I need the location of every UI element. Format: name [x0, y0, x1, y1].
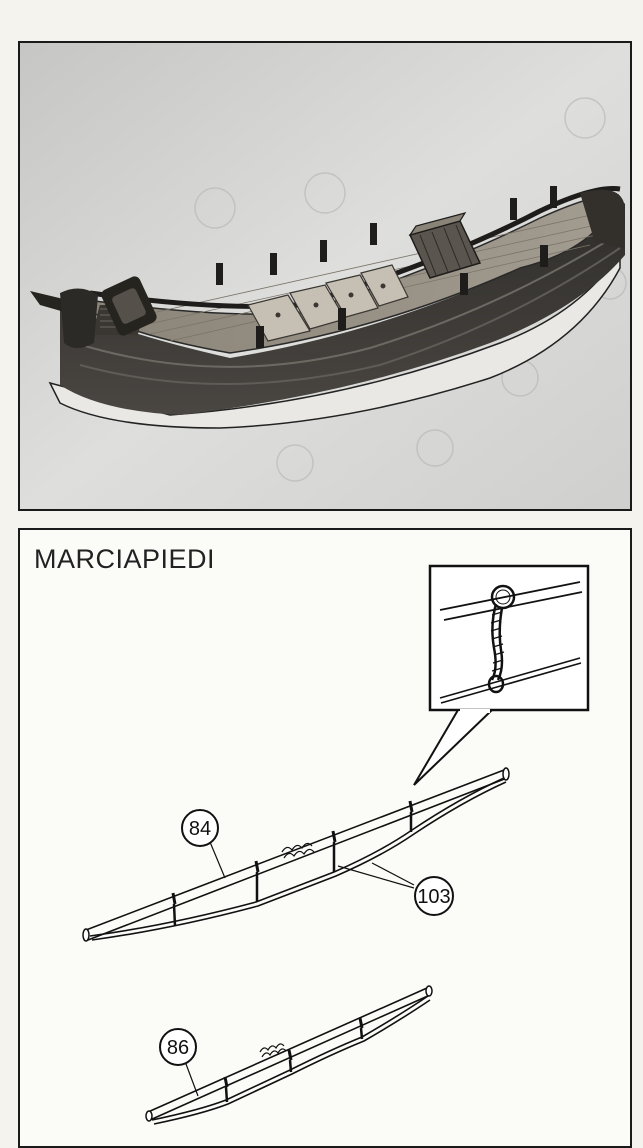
svg-text:86: 86: [167, 1037, 189, 1059]
callout-103: 103: [414, 876, 454, 916]
svg-text:84: 84: [189, 818, 211, 840]
callout-84: 84: [181, 809, 219, 847]
section-title: MARCIAPIEDI: [34, 544, 216, 574]
footrope-assembly-diagram: 84 103: [82, 564, 590, 1125]
marciapiedi-diagram-panel: MARCIAPIEDI: [18, 528, 632, 1148]
detail-inset: [428, 564, 590, 712]
ship-model-illustration: [20, 43, 630, 509]
ship-model-photo: [18, 41, 632, 511]
yard-86-assembly: [145, 985, 433, 1125]
callout-86: 86: [159, 1028, 197, 1066]
svg-text:103: 103: [417, 886, 450, 908]
yard-84-assembly: [82, 767, 510, 942]
